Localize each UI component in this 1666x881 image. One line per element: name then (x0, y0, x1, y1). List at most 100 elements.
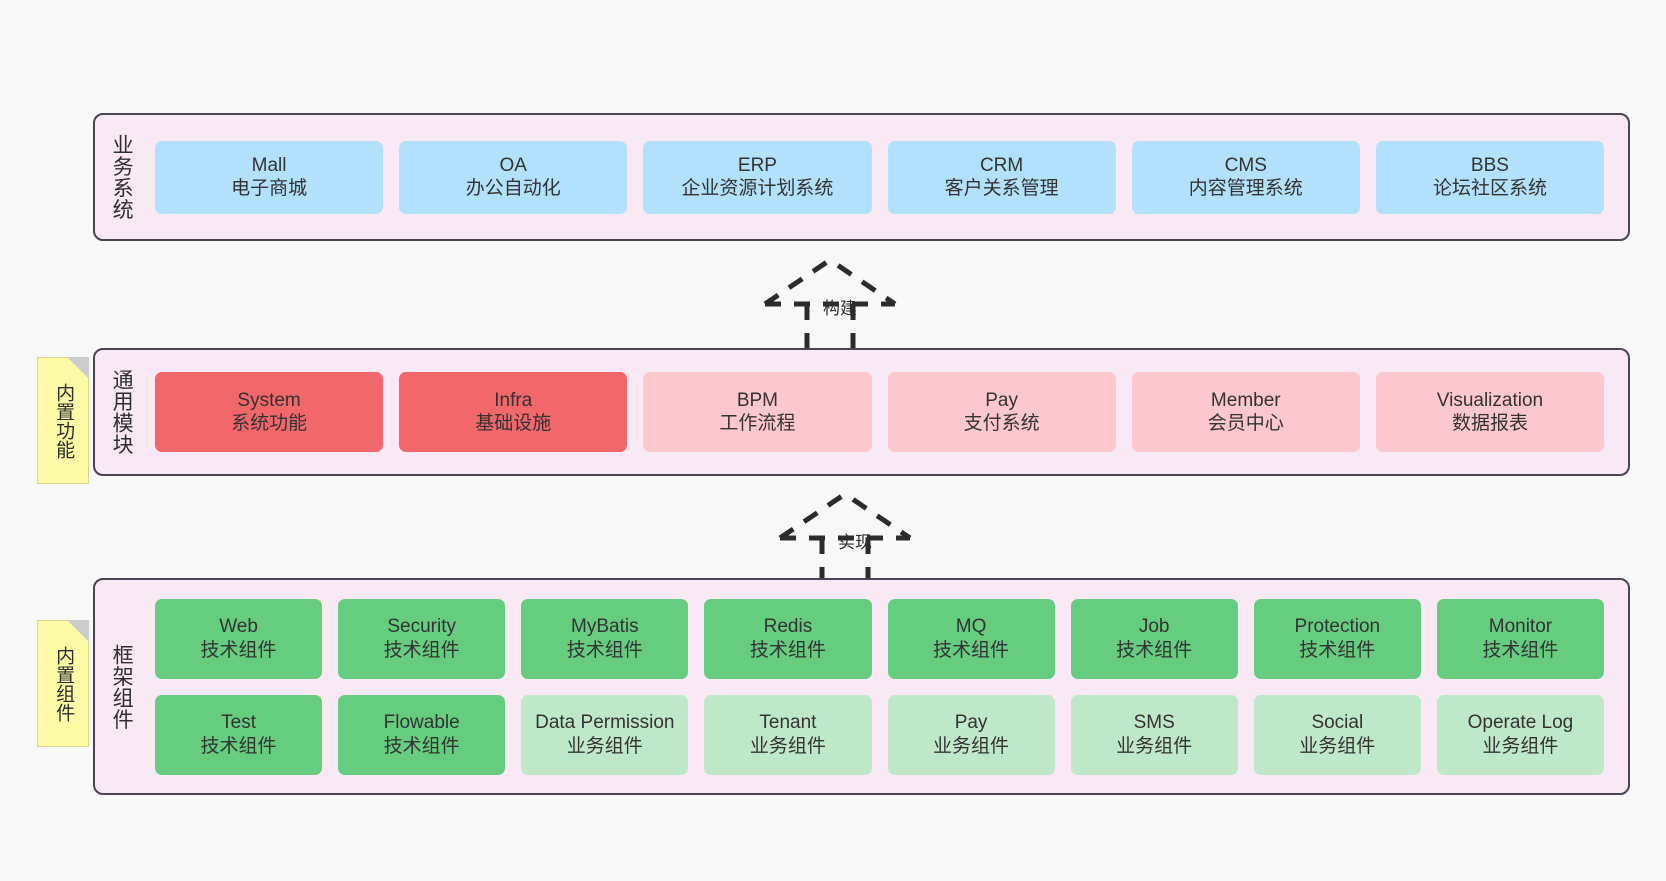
box-operate-log[interactable]: Operate Log 业务组件 (1436, 694, 1604, 775)
box-title: Member (1210, 389, 1281, 411)
box-cell: CMS 内容管理系统 (1124, 140, 1368, 214)
box-cell: Pay 业务组件 (880, 694, 1063, 775)
box-system[interactable]: System 系统功能 (155, 372, 384, 452)
box-cell: Social 业务组件 (1246, 694, 1429, 775)
box-subtitle: 系统功能 (231, 413, 308, 434)
note-builtin-components: 内置组件 (37, 620, 89, 747)
connector-realize: 实现 (770, 490, 940, 590)
box-row: Test 技术组件 Flowable 技术组件 Data Permission … (147, 694, 1612, 775)
box-title: MQ (955, 616, 987, 638)
box-title: Pay (954, 712, 988, 734)
box-cell: CRM 客户关系管理 (880, 140, 1124, 214)
box-cell: Infra 基础设施 (391, 372, 635, 452)
layer-common-modules: 通用模块 System 系统功能 Infra 基础设施 BPM 工作流程 (93, 348, 1630, 476)
box-cell: ERP 企业资源计划系统 (635, 140, 879, 214)
box-pay-component[interactable]: Pay 业务组件 (887, 694, 1055, 775)
box-subtitle: 业务组件 (749, 735, 826, 757)
box-security[interactable]: Security 技术组件 (338, 598, 506, 679)
box-web[interactable]: Web 技术组件 (155, 598, 323, 679)
box-title: CMS (1224, 154, 1267, 176)
box-row: Web 技术组件 Security 技术组件 MyBatis 技术组件 Redi… (147, 598, 1612, 679)
note-builtin-functions: 内置功能 (37, 357, 89, 484)
box-title: Pay (985, 389, 1018, 411)
box-title: BPM (736, 389, 779, 411)
note-label: 内置功能 (53, 382, 75, 459)
box-subtitle: 会员中心 (1207, 413, 1284, 434)
box-tenant[interactable]: Tenant 业务组件 (704, 694, 872, 775)
box-cell: Pay 支付系统 (880, 372, 1124, 452)
box-title: Job (1138, 616, 1170, 638)
box-subtitle: 工作流程 (719, 413, 796, 434)
box-title: SMS (1133, 712, 1175, 734)
box-title: Social (1311, 712, 1364, 734)
box-subtitle: 技术组件 (566, 639, 643, 661)
box-flowable[interactable]: Flowable 技术组件 (338, 694, 506, 775)
box-cell: Job 技术组件 (1063, 598, 1246, 679)
box-title: Flowable (383, 712, 460, 734)
box-mq[interactable]: MQ 技术组件 (887, 598, 1055, 679)
box-subtitle: 业务组件 (1482, 735, 1559, 757)
box-cell: Operate Log 业务组件 (1429, 694, 1612, 775)
layer-body: System 系统功能 Infra 基础设施 BPM 工作流程 Pay (147, 350, 1628, 474)
box-title: Web (219, 616, 258, 638)
box-member[interactable]: Member 会员中心 (1131, 372, 1360, 452)
box-test[interactable]: Test 技术组件 (155, 694, 323, 775)
box-title: Mall (251, 154, 287, 176)
box-cms[interactable]: CMS 内容管理系统 (1131, 140, 1360, 214)
box-cell: BPM 工作流程 (635, 372, 879, 452)
box-subtitle: 技术组件 (200, 639, 277, 661)
box-title: Infra (494, 389, 533, 411)
box-cell: System 系统功能 (147, 372, 391, 452)
box-subtitle: 办公自动化 (465, 178, 561, 199)
box-row: System 系统功能 Infra 基础设施 BPM 工作流程 Pay (147, 372, 1612, 452)
layer-business-systems: 业务系统 Mall 电子商城 OA 办公自动化 ERP 企业资源计划系统 (93, 113, 1630, 241)
box-title: BBS (1470, 154, 1509, 176)
box-erp[interactable]: ERP 企业资源计划系统 (643, 140, 872, 214)
box-cell: OA 办公自动化 (391, 140, 635, 214)
box-subtitle: 业务组件 (566, 735, 643, 757)
box-row: Mall 电子商城 OA 办公自动化 ERP 企业资源计划系统 CRM (147, 140, 1612, 214)
box-title: Test (221, 712, 256, 734)
box-subtitle: 技术组件 (933, 639, 1010, 661)
box-job[interactable]: Job 技术组件 (1070, 598, 1238, 679)
box-title: Monitor (1488, 616, 1553, 638)
box-mall[interactable]: Mall 电子商城 (155, 140, 384, 214)
box-subtitle: 技术组件 (383, 639, 460, 661)
connector-label: 构建 (823, 299, 857, 318)
box-bbs[interactable]: BBS 论坛社区系统 (1375, 140, 1605, 214)
box-visualization[interactable]: Visualization 数据报表 (1375, 372, 1605, 452)
box-cell: Web 技术组件 (147, 598, 330, 679)
box-oa[interactable]: OA 办公自动化 (399, 140, 628, 214)
box-cell: Security 技术组件 (330, 598, 513, 679)
box-title: Data Permission (535, 712, 675, 734)
box-data-permission[interactable]: Data Permission 业务组件 (521, 694, 689, 775)
box-infra[interactable]: Infra 基础设施 (399, 372, 628, 452)
box-pay-module[interactable]: Pay 支付系统 (887, 372, 1116, 452)
box-subtitle: 技术组件 (383, 735, 460, 757)
layer-title-business-systems: 业务系统 (110, 134, 134, 220)
box-sms[interactable]: SMS 业务组件 (1070, 694, 1238, 775)
box-subtitle: 客户关系管理 (944, 178, 1059, 199)
box-subtitle: 电子商城 (231, 178, 308, 199)
box-social[interactable]: Social 业务组件 (1253, 694, 1421, 775)
box-cell: Test 技术组件 (147, 694, 330, 775)
connector-build: 构建 (755, 256, 925, 356)
box-bpm[interactable]: BPM 工作流程 (643, 372, 872, 452)
box-crm[interactable]: CRM 客户关系管理 (887, 140, 1116, 214)
note-label: 内置组件 (53, 645, 75, 722)
box-mybatis[interactable]: MyBatis 技术组件 (521, 598, 689, 679)
box-monitor[interactable]: Monitor 技术组件 (1436, 598, 1604, 679)
box-cell: BBS 论坛社区系统 (1368, 140, 1612, 214)
box-subtitle: 技术组件 (1299, 639, 1376, 661)
box-subtitle: 技术组件 (200, 735, 277, 757)
box-protection[interactable]: Protection 技术组件 (1253, 598, 1421, 679)
layer-body: Mall 电子商城 OA 办公自动化 ERP 企业资源计划系统 CRM (147, 115, 1628, 239)
box-cell: Tenant 业务组件 (696, 694, 879, 775)
box-cell: Redis 技术组件 (696, 598, 879, 679)
box-cell: Flowable 技术组件 (330, 694, 513, 775)
box-title: MyBatis (571, 616, 639, 638)
box-subtitle: 业务组件 (1299, 735, 1376, 757)
box-cell: Mall 电子商城 (147, 140, 391, 214)
box-redis[interactable]: Redis 技术组件 (704, 598, 872, 679)
box-subtitle: 技术组件 (1482, 639, 1559, 661)
